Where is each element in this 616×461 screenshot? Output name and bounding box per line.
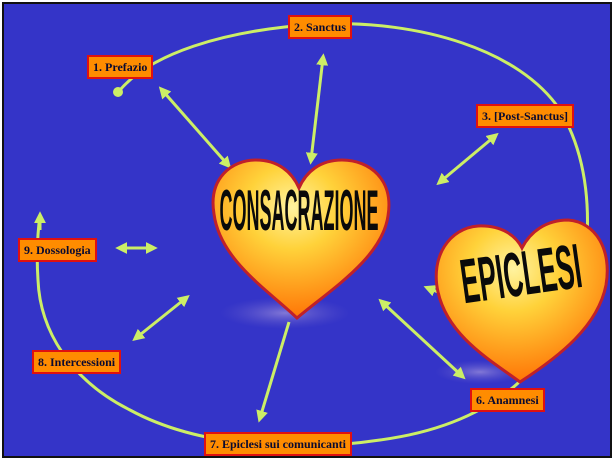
cycle-loop (35, 22, 589, 448)
label-sanctus: 2. Sanctus (288, 15, 353, 39)
arrow-sanctus (305, 53, 329, 165)
heart-consacrazione: CONSACRAZIONE (211, 158, 391, 321)
loop-start-dot (113, 87, 123, 97)
label-intercessioni: 8. Intercessioni (32, 350, 122, 374)
label-post-sanctus: 3. [Post-Sanctus] (476, 104, 574, 128)
heart-epiclesi: EPICLESI (434, 218, 609, 384)
label-prefazio: 1. Prefazio (87, 55, 154, 79)
heart-shadow-main (220, 297, 350, 329)
heart-epiclesi-text: EPICLESI (456, 231, 585, 317)
label-dossologia: 9. Dossologia (18, 238, 97, 262)
arrow-prefazio (158, 86, 232, 169)
arrow-epiclesi-comunicanti (256, 321, 291, 423)
arrow-intercessioni (132, 295, 190, 341)
heart-consacrazione-text: CONSACRAZIONE (220, 179, 379, 244)
arrow-post-sanctus (436, 132, 499, 186)
label-epiclesi-comunicanti: 7. Epiclesi sui comunicanti (204, 432, 353, 456)
arrow-anamnesi (378, 298, 466, 380)
label-anamnesi: 6. Anamnesi (470, 388, 545, 412)
